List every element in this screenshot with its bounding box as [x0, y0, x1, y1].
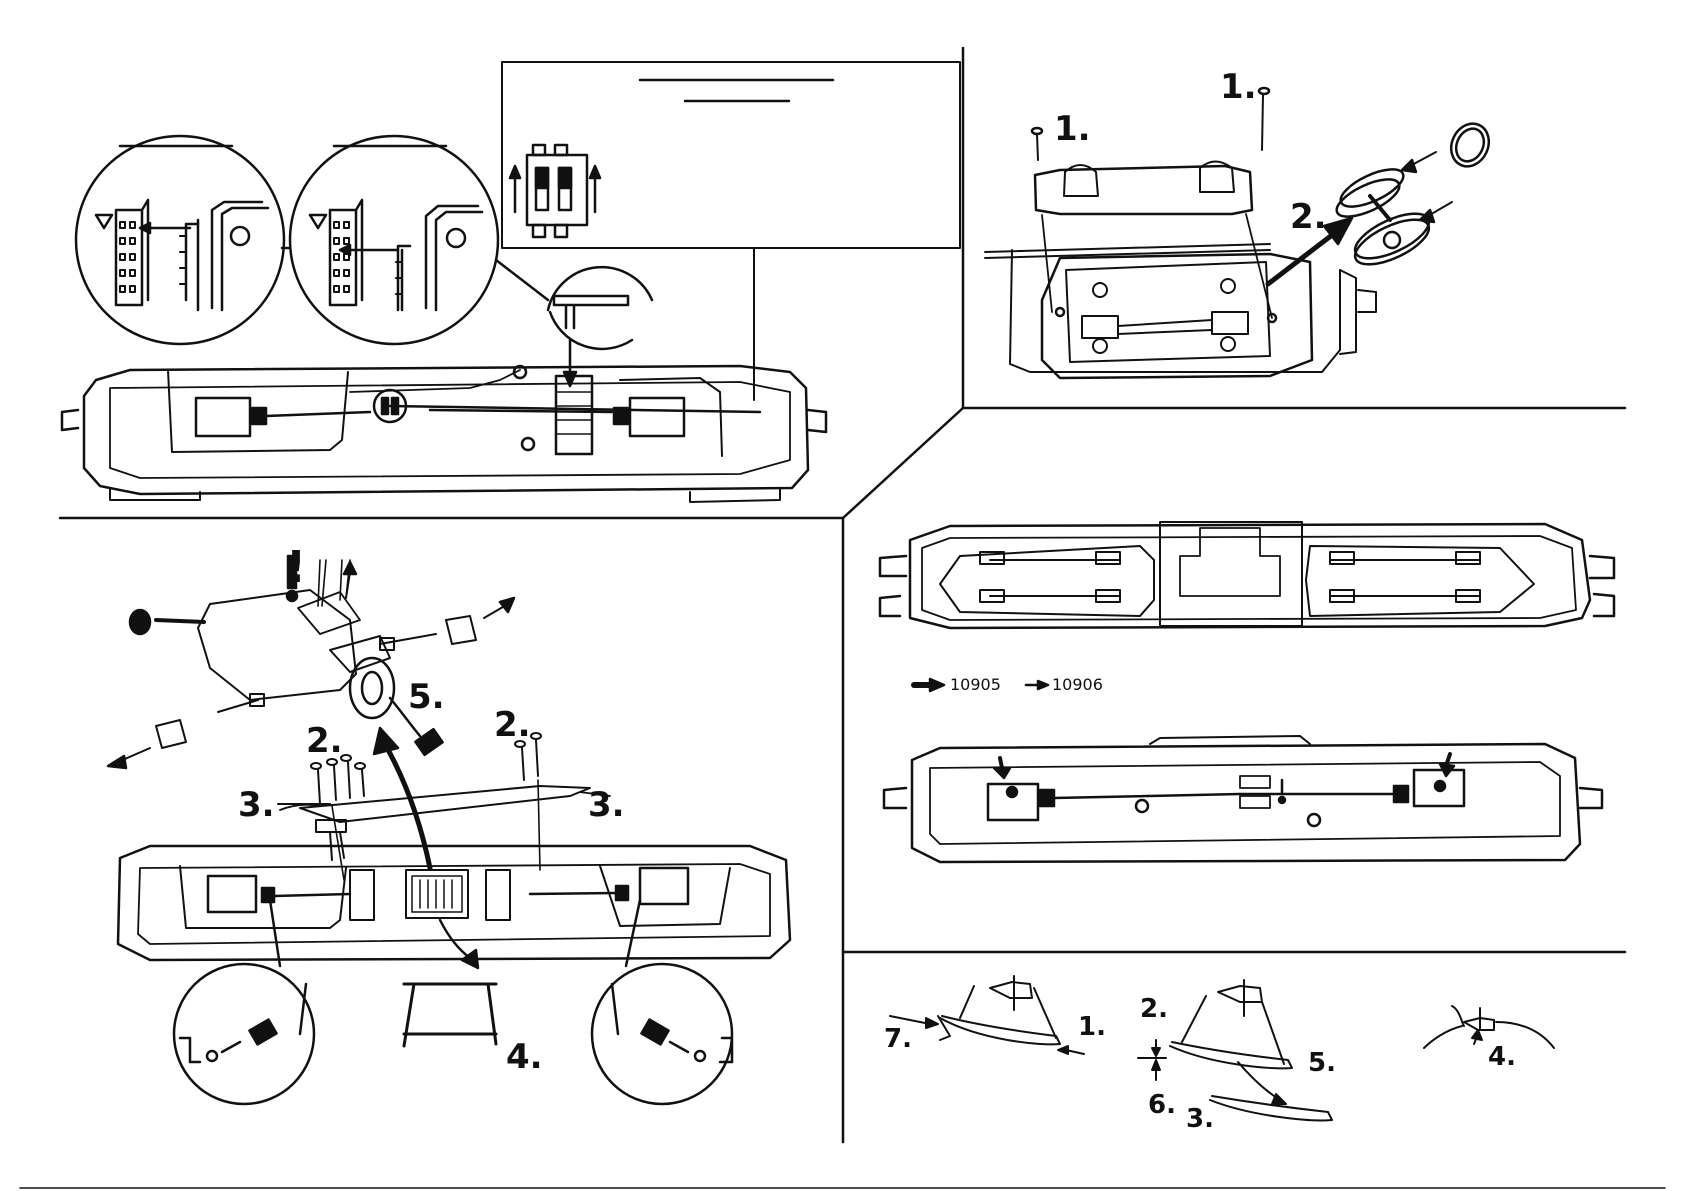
- chassis-underside: [880, 522, 1614, 628]
- shoe-step-1-label: 1.: [1078, 1014, 1106, 1040]
- coupler-magnifier-right: [592, 900, 732, 1104]
- motor-step-3-left-label: 3.: [238, 788, 275, 822]
- legend-label-10906: 10906: [1052, 677, 1103, 693]
- legend-label-10905: 10905: [950, 677, 1001, 693]
- shoe-step-7-label: 7.: [884, 1026, 912, 1052]
- wheel-step-1-left-label: 1.: [1054, 112, 1091, 146]
- shoe-step-2-label: 2.: [1140, 996, 1168, 1022]
- motor-step-5-label: 5.: [408, 680, 445, 714]
- motor-step-4-label: 4.: [506, 1040, 543, 1074]
- loco-chassis-top-left: [62, 366, 826, 502]
- wheel-step-2-label: 2.: [1290, 200, 1327, 234]
- shoe-step-6-label: 6.: [1148, 1092, 1176, 1118]
- warning-icon: !: [286, 546, 306, 590]
- magnifier-circle-2: [282, 136, 548, 344]
- legend-arrow-thin: [1026, 681, 1048, 689]
- legend-arrow-bold: [914, 679, 944, 691]
- magnifier-circle-1: [76, 136, 284, 344]
- shoe-step-5-label: 5.: [1308, 1050, 1336, 1076]
- motor-step-3-right-label: 3.: [588, 788, 625, 822]
- wheel-step-1-right-label: 1.: [1220, 70, 1257, 104]
- pickup-shoe-drawings: [890, 976, 1554, 1120]
- motor-step-2-left-label: 2.: [306, 724, 343, 758]
- shoe-step-4-label: 4.: [1488, 1044, 1516, 1070]
- coupler-magnifier-left: [174, 900, 314, 1104]
- motor-step-2-right-label: 2.: [494, 708, 531, 742]
- shoe-step-3-label: 3.: [1186, 1106, 1214, 1132]
- chassis-topview-right: [884, 736, 1602, 862]
- dip-switch-icon: [527, 145, 587, 237]
